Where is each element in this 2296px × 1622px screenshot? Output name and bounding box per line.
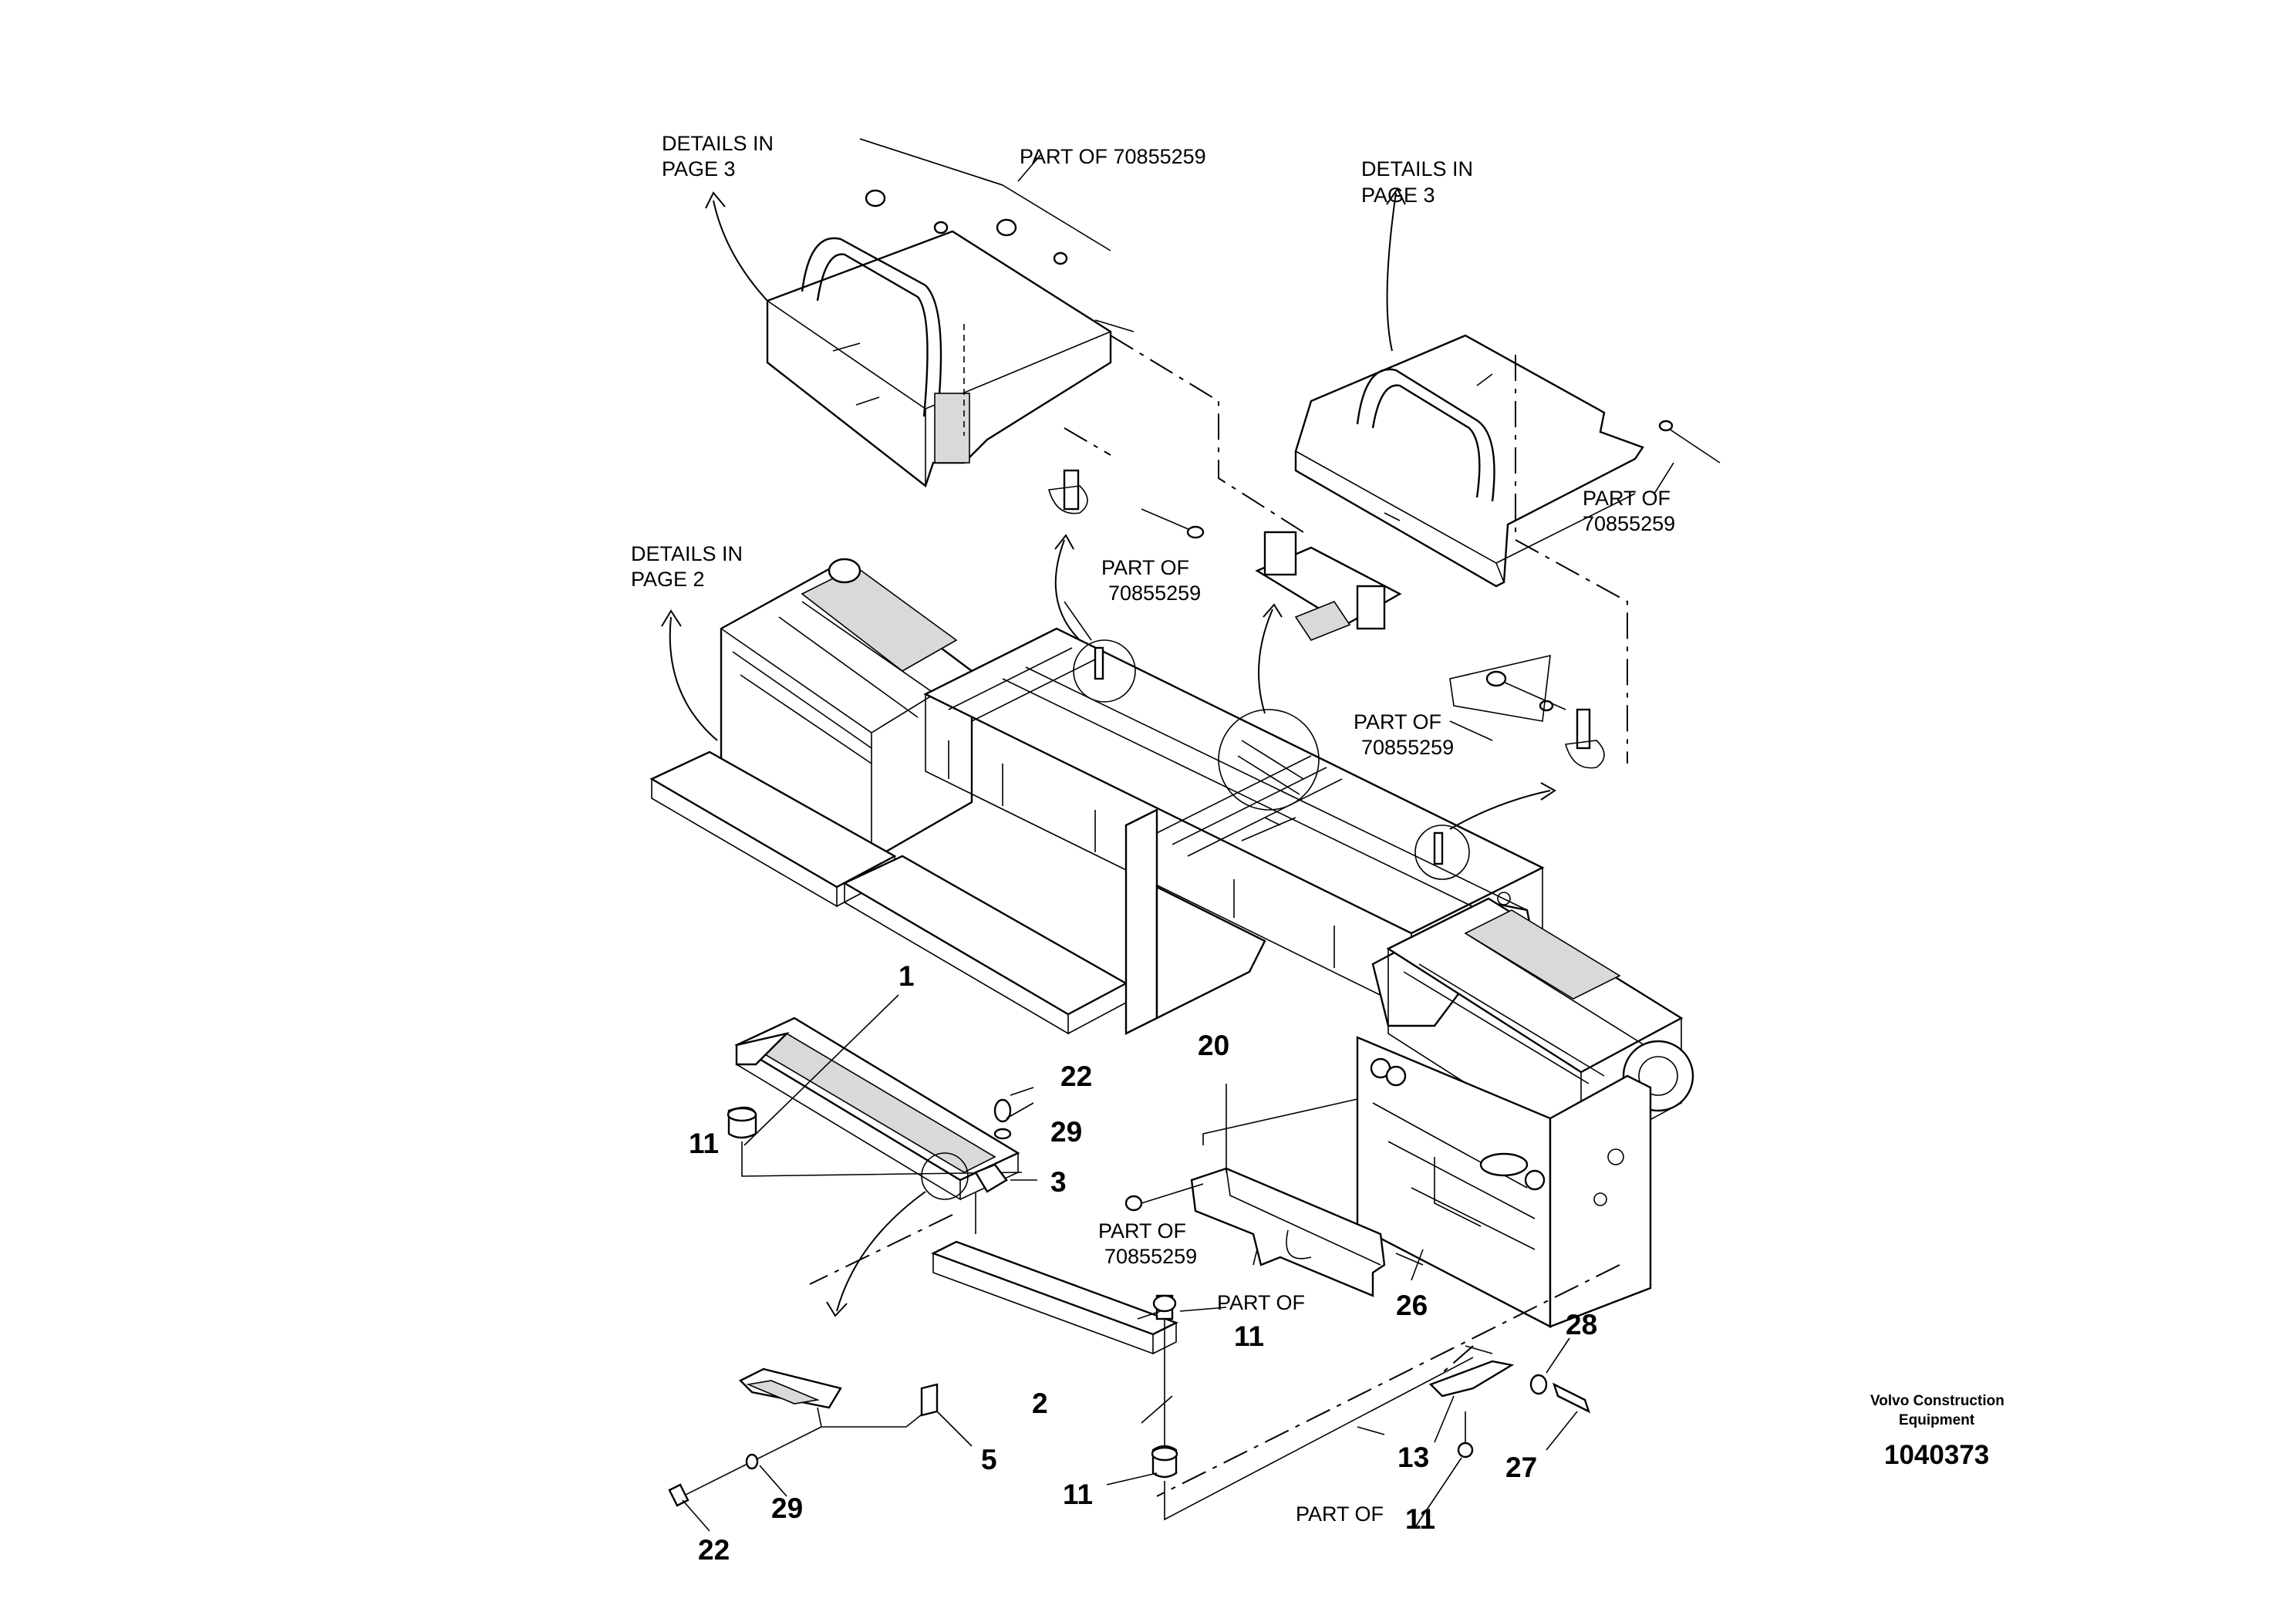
callout-27: 27 — [1505, 1452, 1537, 1483]
note-part-of-center-line1: PART OF — [1101, 556, 1189, 579]
callout-26: 26 — [1396, 1290, 1428, 1321]
callout-11-part-of-a: 11 — [1234, 1320, 1264, 1352]
company-name-line2: Equipment — [1899, 1412, 1975, 1428]
callout-1: 1 — [899, 960, 915, 992]
note-details-page3-left-line1: DETAILS IN — [662, 132, 774, 155]
part-2 — [930, 1240, 1474, 1521]
callout-5: 5 — [981, 1444, 997, 1475]
callout-3: 3 — [1050, 1166, 1067, 1198]
company-name-line1: Volvo Construction — [1870, 1393, 2004, 1409]
callout-29-upper: 29 — [1050, 1116, 1082, 1148]
note-part-of-top: PART OF 70855259 — [1020, 145, 1206, 168]
note-part-of-right-top-line2: 70855259 — [1583, 512, 1675, 535]
centerlines — [809, 335, 1628, 1497]
callout-20: 20 — [1198, 1030, 1229, 1061]
callout-28: 28 — [1566, 1309, 1597, 1340]
note-part-of-right-top-line1: PART OF — [1583, 487, 1671, 510]
note-part-of-center-line2: 70855259 — [1108, 582, 1201, 605]
detail-arrows — [661, 187, 1556, 1317]
part-1 — [727, 1017, 1023, 1234]
callout-2: 2 — [1032, 1388, 1048, 1419]
note-part-of-11-b: PART OF — [1296, 1502, 1384, 1526]
footer: Volvo Construction Equipment 1040373 — [1870, 1393, 2004, 1470]
note-part-of-lower-line1: PART OF — [1098, 1219, 1186, 1243]
main-frame — [649, 558, 1694, 1328]
callout-22-upper: 22 — [1060, 1061, 1092, 1092]
notes: DETAILS IN PAGE 3 PART OF 70855259 DETAI… — [631, 132, 1675, 1526]
callouts: 1 22 29 3 11 20 26 11 2 28 5 29 22 11 13… — [689, 960, 1597, 1566]
part-13-group — [1428, 1345, 1591, 1458]
note-part-of-lower-line2: 70855259 — [1104, 1245, 1197, 1268]
callout-29-lower: 29 — [771, 1492, 803, 1524]
note-part-of-right-mid-line1: PART OF — [1354, 710, 1441, 733]
callout-11-part-of-b: 11 — [1405, 1503, 1435, 1535]
center-brackets — [1047, 469, 1605, 769]
callout-11-lower: 11 — [1063, 1479, 1093, 1510]
callout-22-lower: 22 — [698, 1534, 730, 1566]
note-part-of-11-a: PART OF — [1217, 1291, 1305, 1314]
note-details-page2-line1: DETAILS IN — [631, 542, 743, 565]
part-5-group — [668, 1367, 939, 1507]
drawing-number: 1040373 — [1884, 1440, 1989, 1470]
callout-11-left: 11 — [689, 1128, 719, 1159]
note-details-page3-right-line2: PAGE 3 — [1361, 184, 1435, 207]
note-details-page3-left-line2: PAGE 3 — [662, 157, 736, 180]
note-part-of-right-mid-line2: 70855259 — [1361, 736, 1454, 759]
note-details-page2-line2: PAGE 2 — [631, 568, 705, 591]
top-left-cover — [766, 138, 1135, 487]
part-20 — [1124, 1098, 1386, 1297]
note-details-page3-right-line1: DETAILS IN — [1361, 157, 1473, 180]
leader-lines — [682, 153, 1674, 1532]
callout-13: 13 — [1397, 1442, 1429, 1473]
top-right-cover — [1294, 334, 1721, 588]
